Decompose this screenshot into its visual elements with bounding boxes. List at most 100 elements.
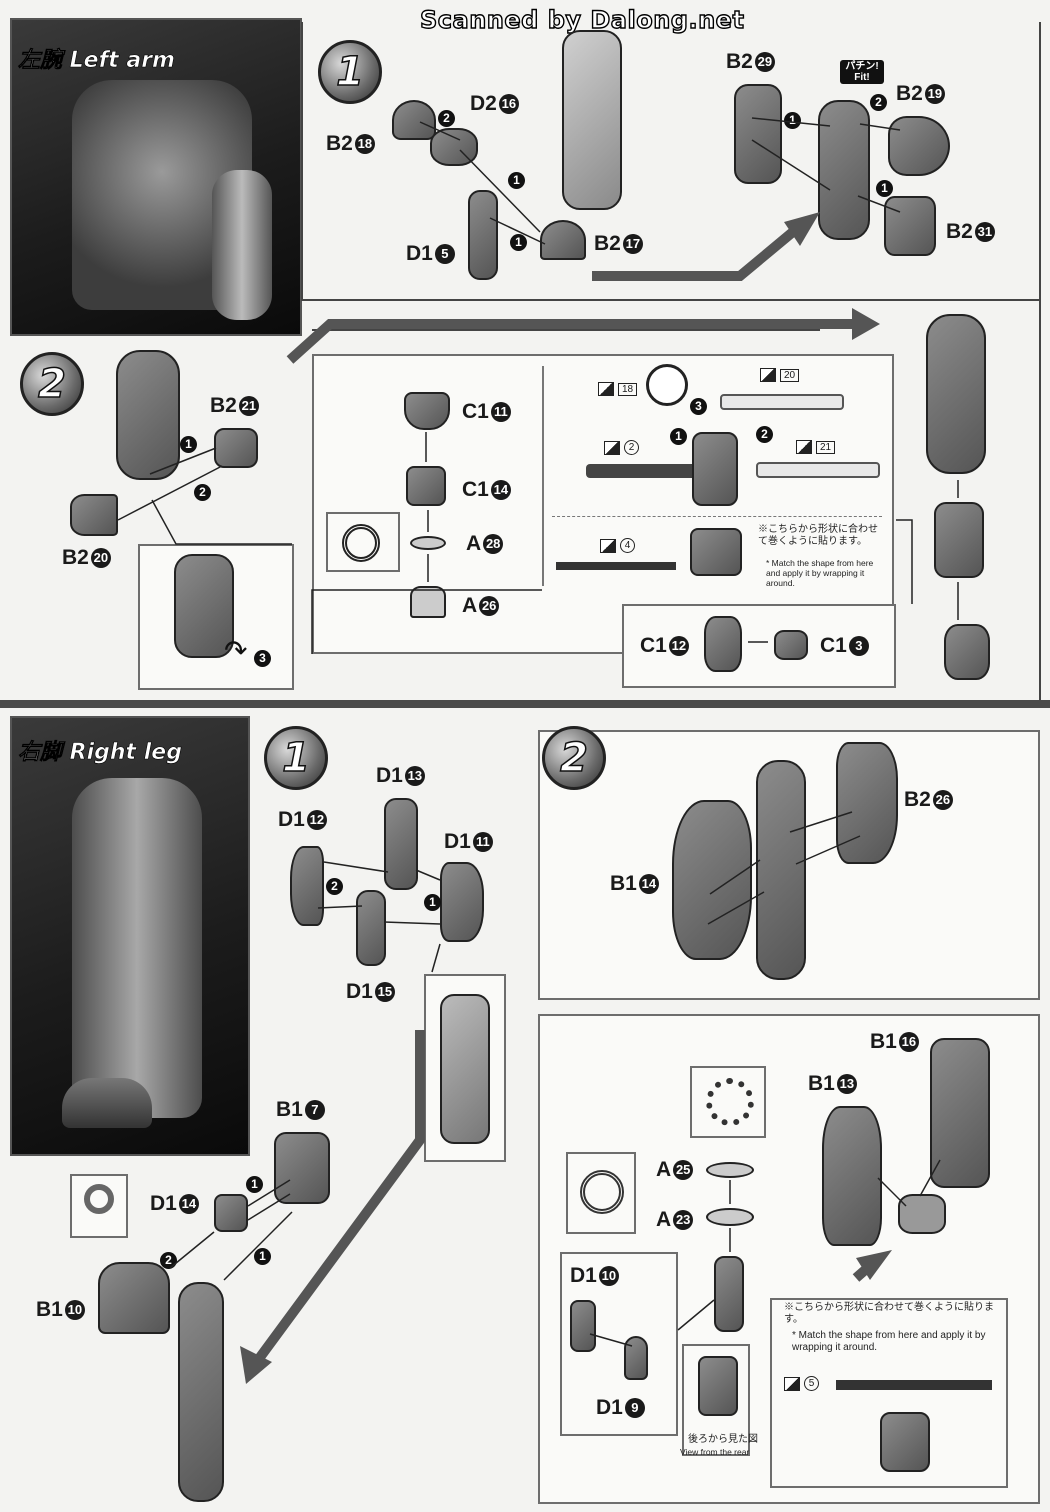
part-hand-shape: [944, 624, 990, 680]
part-a-26-shape: [410, 586, 446, 618]
seq-marker: 2: [326, 878, 343, 895]
sticker-band-5: [836, 1380, 992, 1390]
joint-icon: [84, 1184, 114, 1214]
part-b1-7-shape: [274, 1132, 330, 1204]
sticker-tag-4: 4: [600, 538, 635, 553]
part-ankle-shape: [714, 1256, 744, 1332]
right-leg-title: 右脚 Right leg: [18, 740, 183, 766]
part-rear-view-shape: [698, 1356, 738, 1416]
substep-hdivider: [552, 516, 882, 518]
part-b2-17-shape: [540, 220, 586, 260]
part-leg-core-shape: [756, 760, 806, 980]
part-b2-20-shape: [70, 494, 118, 536]
part-arm-assembled-shape: [926, 314, 986, 474]
part-upper-arm-shape: [818, 100, 870, 240]
seq-marker: 3: [254, 650, 271, 667]
part-lower-leg-shape: [178, 1282, 224, 1502]
ring-icon-2: [580, 1170, 624, 1214]
seq-marker: 3: [690, 398, 707, 415]
sticker-tag-18: 18: [598, 382, 638, 396]
sticker-band-2: [586, 464, 696, 478]
part-b2-21-shape: [214, 428, 258, 468]
part-c1-3-shape: [774, 630, 808, 660]
seq-marker: 1: [246, 1176, 263, 1193]
figure-arm: [212, 170, 272, 320]
sticker-tag-20: 20: [760, 368, 800, 382]
part-b1-14-shape: [672, 800, 752, 960]
seq-marker: 1: [784, 112, 801, 129]
right-leg-step2-badge: 2: [542, 726, 606, 790]
seq-marker: 1: [670, 428, 687, 445]
figure-legs: [72, 778, 202, 1118]
seq-marker: 1: [424, 894, 441, 911]
part-b2-19-shape: [888, 116, 950, 176]
part-d1-5-shape: [468, 190, 498, 280]
part-b1-10-shape: [98, 1262, 170, 1334]
part-a-23-shape: [706, 1208, 754, 1226]
ring-detail-box: [326, 512, 400, 572]
seq-marker: 1: [180, 436, 197, 453]
left-arm-inset: 3 ↷: [138, 544, 294, 690]
left-arm-step2-badge: 2: [20, 352, 84, 416]
seq-marker: 2: [194, 484, 211, 501]
part-b2-29-shape: [734, 84, 782, 184]
part-c1-12-shape: [704, 616, 742, 672]
rear-view-en: View from the rear: [680, 1447, 750, 1457]
part-gear-shape: [898, 1194, 946, 1234]
part-c1-11-shape: [404, 392, 450, 430]
part-d1-14-shape: [214, 1194, 248, 1232]
gear-detail-box: [690, 1066, 766, 1138]
sticker-band-4: [556, 562, 676, 570]
part-c1-14-shape: [406, 466, 446, 506]
part-wrist-sticker-shape: [692, 432, 738, 506]
substep-divider: [542, 366, 544, 586]
part-b2-31-shape: [884, 196, 936, 256]
fit-label: パチン! Fit!: [840, 60, 884, 84]
part-wrist-band-shape: [690, 528, 742, 576]
sticker-band-20: [720, 394, 844, 410]
right-leg-step1-badge: 1: [264, 726, 328, 790]
seq-marker: 2: [160, 1252, 177, 1269]
gear-icon: [706, 1078, 754, 1126]
part-d2-16-shape: [430, 128, 478, 166]
part-d1-15-shape: [356, 890, 386, 966]
seq-marker: 1: [876, 180, 893, 197]
figure-boot: [62, 1078, 152, 1128]
section-divider: [0, 700, 1050, 708]
part-arm-top-shape: [116, 350, 180, 480]
joint-inset-box: [424, 974, 506, 1162]
part-d1-11-shape: [440, 862, 484, 942]
part-a-25-shape: [706, 1162, 754, 1178]
rear-view-box: [682, 1344, 750, 1456]
seq-marker: 2: [756, 426, 773, 443]
ring-icon: [342, 524, 380, 562]
part-d1-12-shape: [290, 846, 324, 926]
wrap-note-en-2: * Match the shape from here and apply it…: [792, 1330, 986, 1353]
seq-marker: 1: [254, 1248, 271, 1265]
wrap-note-ja: ※こちらから形状に合わせて巻くように貼ります。: [758, 524, 878, 547]
part-inset-shape: [174, 554, 234, 658]
